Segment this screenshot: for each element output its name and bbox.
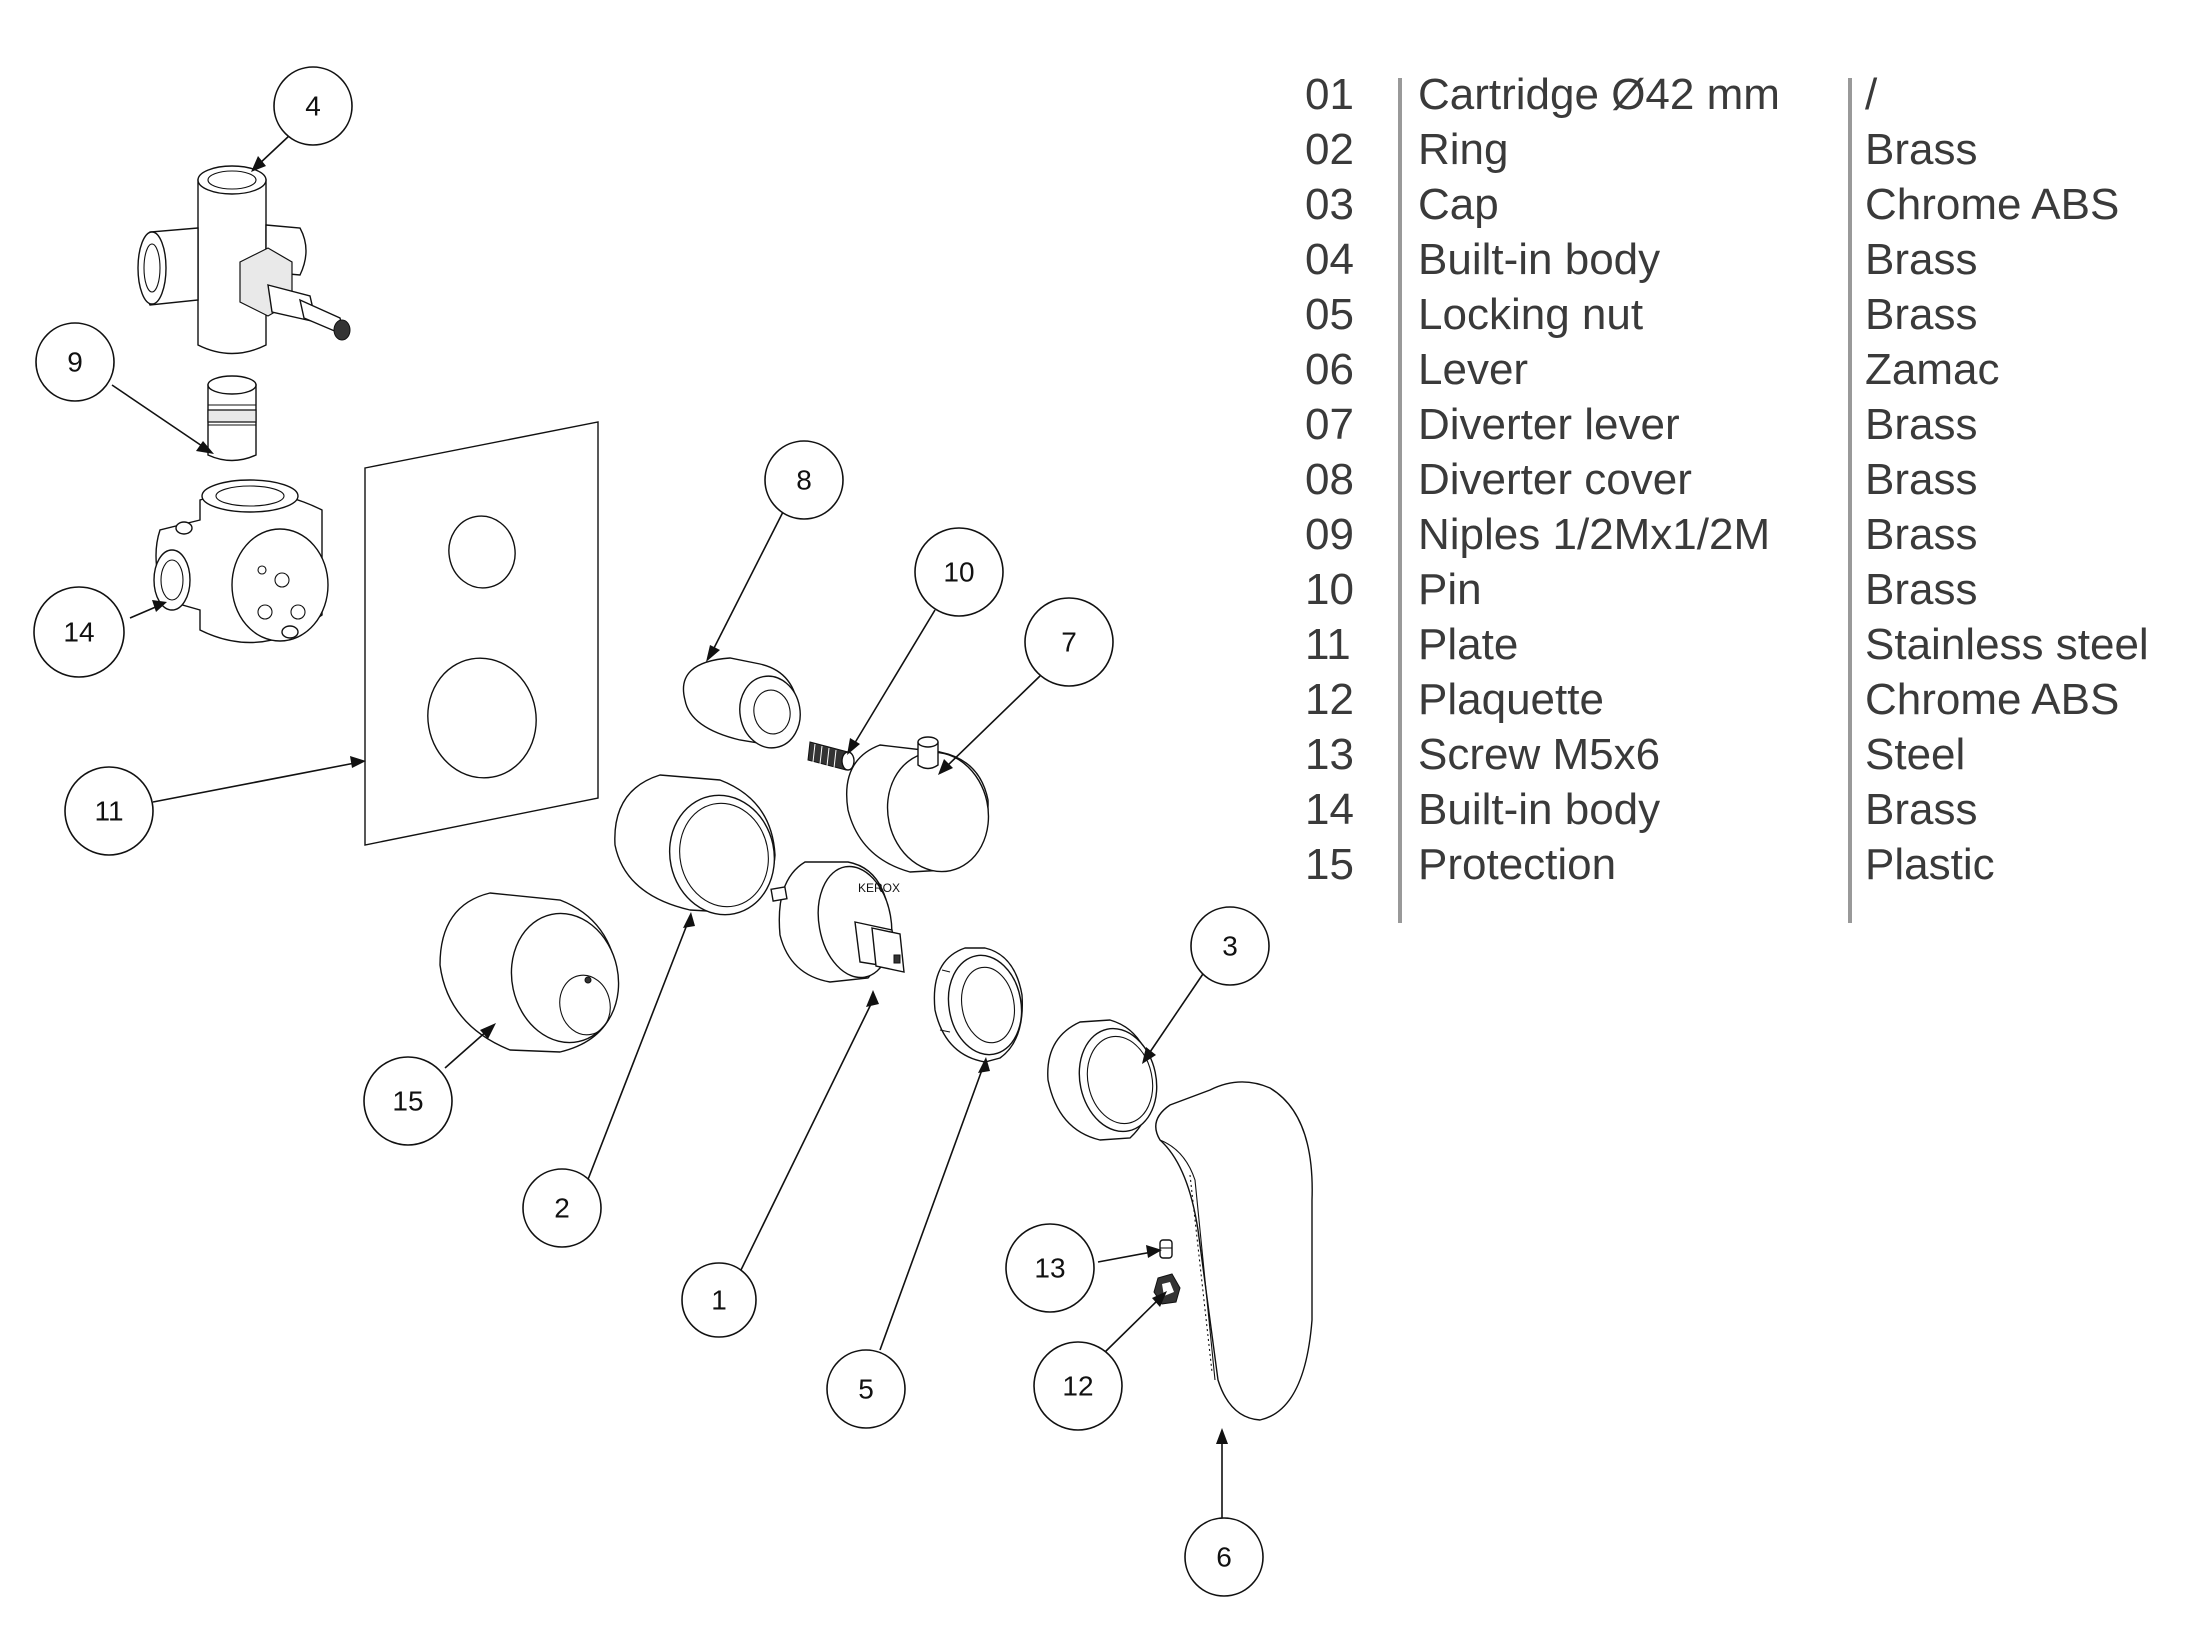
part-10-pin bbox=[808, 742, 854, 770]
part-number: 05 bbox=[1305, 290, 1354, 339]
callout-4: 4 bbox=[273, 66, 353, 146]
part-description: Niples 1/2Mx1/2M bbox=[1418, 510, 1771, 559]
part-material: Brass bbox=[1865, 785, 1978, 834]
part-material: Brass bbox=[1865, 455, 1978, 504]
callout-9: 9 bbox=[35, 322, 115, 402]
part-11-plate bbox=[365, 422, 598, 845]
svg-text:8: 8 bbox=[796, 465, 812, 496]
part-07-diverter-lever bbox=[847, 737, 1000, 881]
part-number: 01 bbox=[1305, 70, 1354, 119]
part-number: 04 bbox=[1305, 235, 1354, 284]
callout-5: 5 bbox=[826, 1349, 906, 1429]
part-number: 08 bbox=[1305, 455, 1354, 504]
svg-text:5: 5 bbox=[858, 1374, 874, 1405]
part-material: Brass bbox=[1865, 510, 1978, 559]
cartridge-marking: KEROX bbox=[858, 881, 900, 895]
callout-1: 1 bbox=[681, 1262, 757, 1338]
part-material: / bbox=[1865, 70, 1878, 119]
part-material: Zamac bbox=[1865, 345, 2000, 394]
part-description: Cap bbox=[1418, 180, 1499, 229]
part-material: Stainless steel bbox=[1865, 620, 2149, 669]
table-rule-left bbox=[1398, 78, 1402, 923]
part-material: Steel bbox=[1865, 730, 1966, 779]
callout-14: 14 bbox=[33, 586, 125, 678]
svg-text:10: 10 bbox=[943, 557, 974, 588]
svg-text:15: 15 bbox=[392, 1086, 423, 1117]
callout-11: 11 bbox=[64, 766, 154, 856]
part-number: 09 bbox=[1305, 510, 1354, 559]
callout-8: 8 bbox=[764, 440, 844, 520]
callout-3: 3 bbox=[1190, 906, 1270, 986]
callout-10: 10 bbox=[914, 527, 1004, 617]
svg-text:11: 11 bbox=[94, 796, 123, 827]
part-material: Plastic bbox=[1865, 840, 1995, 889]
part-06-lever bbox=[1156, 1082, 1312, 1420]
callout-15: 15 bbox=[363, 1056, 453, 1146]
part-09-nipple bbox=[208, 376, 256, 461]
part-material: Brass bbox=[1865, 290, 1978, 339]
callout-13: 13 bbox=[1005, 1223, 1095, 1313]
part-description: Locking nut bbox=[1418, 290, 1644, 339]
part-02-ring bbox=[615, 775, 786, 925]
part-14-built-in-body bbox=[154, 480, 328, 643]
callout-12: 12 bbox=[1033, 1341, 1123, 1431]
svg-text:3: 3 bbox=[1222, 931, 1238, 962]
leader-lines bbox=[111, 134, 1228, 1528]
part-material: Brass bbox=[1865, 235, 1978, 284]
part-15-protection bbox=[440, 893, 630, 1053]
part-13-screw bbox=[1160, 1240, 1172, 1258]
part-description: Screw M5x6 bbox=[1418, 730, 1661, 779]
part-01-cartridge: KEROX bbox=[771, 861, 904, 984]
part-08-diverter-cover bbox=[683, 658, 805, 753]
callout-7: 7 bbox=[1024, 597, 1114, 687]
part-description: Built-in body bbox=[1418, 785, 1661, 834]
part-description: Cartridge Ø42 mm bbox=[1418, 70, 1780, 119]
part-material: Brass bbox=[1865, 125, 1978, 174]
svg-text:12: 12 bbox=[1062, 1371, 1093, 1402]
part-description: Built-in body bbox=[1418, 235, 1661, 284]
part-description: Plate bbox=[1418, 620, 1519, 669]
part-04-built-in-body bbox=[138, 166, 350, 354]
part-03-cap bbox=[1048, 1020, 1166, 1140]
svg-text:2: 2 bbox=[554, 1193, 570, 1224]
part-number: 03 bbox=[1305, 180, 1354, 229]
part-description: Protection bbox=[1418, 840, 1617, 889]
svg-text:6: 6 bbox=[1216, 1542, 1232, 1573]
svg-text:7: 7 bbox=[1061, 627, 1077, 658]
part-description: Ring bbox=[1418, 125, 1509, 174]
callout-2: 2 bbox=[522, 1168, 602, 1248]
svg-text:4: 4 bbox=[305, 91, 321, 122]
part-material: Chrome ABS bbox=[1865, 675, 2120, 724]
svg-text:9: 9 bbox=[67, 347, 83, 378]
part-number: 15 bbox=[1305, 840, 1354, 889]
part-description: Diverter lever bbox=[1418, 400, 1680, 449]
svg-text:14: 14 bbox=[63, 617, 94, 648]
part-material: Brass bbox=[1865, 565, 1978, 614]
svg-text:1: 1 bbox=[711, 1285, 727, 1316]
part-number: 07 bbox=[1305, 400, 1354, 449]
part-description: Pin bbox=[1418, 565, 1482, 614]
table-rule-right bbox=[1848, 78, 1852, 923]
callout-6: 6 bbox=[1184, 1517, 1264, 1597]
part-number: 13 bbox=[1305, 730, 1354, 779]
part-material: Brass bbox=[1865, 400, 1978, 449]
part-05-locking-nut bbox=[934, 948, 1029, 1062]
part-material: Chrome ABS bbox=[1865, 180, 2120, 229]
part-number: 14 bbox=[1305, 785, 1354, 834]
part-description: Diverter cover bbox=[1418, 455, 1692, 504]
part-description: Lever bbox=[1418, 345, 1529, 394]
part-number: 06 bbox=[1305, 345, 1354, 394]
part-number: 10 bbox=[1305, 565, 1354, 614]
part-description: Plaquette bbox=[1418, 675, 1604, 724]
part-number: 02 bbox=[1305, 125, 1354, 174]
svg-text:13: 13 bbox=[1034, 1253, 1065, 1284]
part-number: 11 bbox=[1305, 620, 1351, 669]
part-number: 12 bbox=[1305, 675, 1354, 724]
